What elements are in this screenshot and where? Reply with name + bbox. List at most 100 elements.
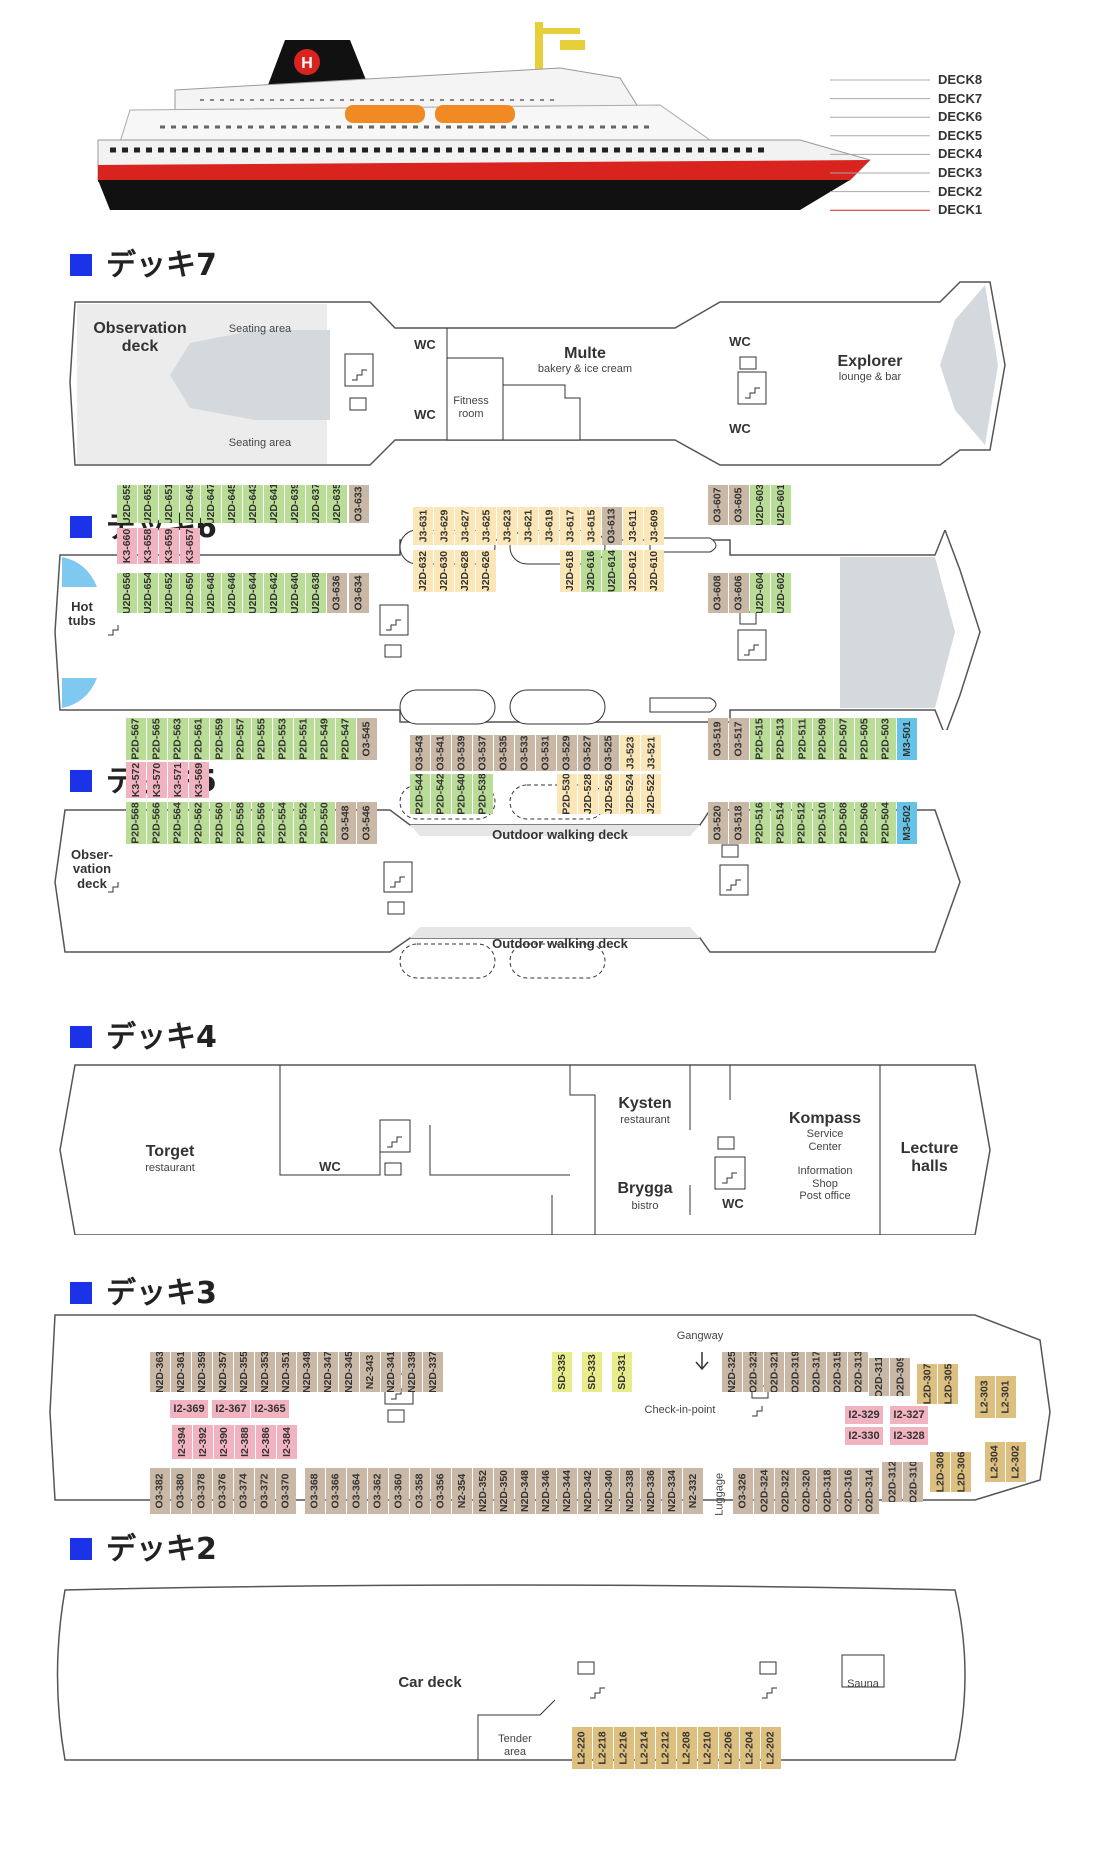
- cabin-p2d-550[interactable]: P2D-550: [315, 802, 335, 844]
- cabin-o2d-324[interactable]: O2D-324: [754, 1468, 774, 1514]
- cabin-o3-356[interactable]: O3-356: [431, 1468, 451, 1514]
- cabin-sd-331[interactable]: SD-331: [612, 1352, 632, 1392]
- cabin-o3-360[interactable]: O3-360: [389, 1468, 409, 1514]
- cabin-n2-343[interactable]: N2-343: [360, 1352, 380, 1392]
- cabin-l2-214[interactable]: L2-214: [635, 1727, 655, 1769]
- cabin-k3-660[interactable]: K3-660: [117, 528, 137, 564]
- cabin-u2d-640[interactable]: U2D-640: [285, 573, 305, 613]
- cabin-l2-208[interactable]: L2-208: [677, 1727, 697, 1769]
- cabin-o3-520[interactable]: O3-520: [708, 802, 728, 844]
- cabin-p2d-506[interactable]: P2D-506: [855, 802, 875, 844]
- cabin-u2d-635[interactable]: U2D-635: [327, 485, 347, 523]
- cabin-o3-372[interactable]: O3-372: [255, 1468, 275, 1514]
- cabin-u2d-604[interactable]: U2D-604: [750, 573, 770, 613]
- cabin-n2d-340[interactable]: N2D-340: [599, 1468, 619, 1514]
- cabin-u2d-645[interactable]: U2D-645: [222, 485, 242, 523]
- cabin-o3-525[interactable]: O3-525: [599, 735, 619, 771]
- cabin-n2d-341[interactable]: N2D-341: [381, 1352, 401, 1392]
- cabin-u2d-641[interactable]: U2D-641: [264, 485, 284, 523]
- cabin-j3-609[interactable]: J3-609: [644, 507, 664, 545]
- cabin-n2d-357[interactable]: N2D-357: [213, 1352, 233, 1392]
- cabin-o3-634[interactable]: O3-634: [349, 573, 369, 613]
- cabin-p2d-538[interactable]: P2D-538: [473, 774, 493, 814]
- cabin-i2-392[interactable]: I2-392: [193, 1425, 213, 1459]
- cabin-o3-519[interactable]: O3-519: [708, 718, 728, 760]
- cabin-n2-354[interactable]: N2-354: [452, 1468, 472, 1514]
- cabin-u2d-653[interactable]: U2D-653: [138, 485, 158, 523]
- cabin-n2d-363[interactable]: N2D-363: [150, 1352, 170, 1392]
- cabin-p2d-511[interactable]: P2D-511: [792, 718, 812, 760]
- cabin-o3-533[interactable]: O3-533: [515, 735, 535, 771]
- cabin-j3-615[interactable]: J3-615: [581, 507, 601, 545]
- cabin-u2d-649[interactable]: U2D-649: [180, 485, 200, 523]
- cabin-j3-631[interactable]: J3-631: [413, 507, 433, 545]
- cabin-o2d-316[interactable]: O2D-316: [838, 1468, 858, 1514]
- cabin-k3-659[interactable]: K3-659: [159, 528, 179, 564]
- cabin-o2d-314[interactable]: O2D-314: [859, 1468, 879, 1514]
- cabin-n2d-349[interactable]: N2D-349: [297, 1352, 317, 1392]
- cabin-u2d-639[interactable]: U2D-639: [285, 485, 305, 523]
- cabin-o3-376[interactable]: O3-376: [213, 1468, 233, 1514]
- cabin-p2d-565[interactable]: P2D-565: [147, 718, 167, 760]
- cabin-i2-329[interactable]: I2-329: [845, 1406, 883, 1424]
- cabin-l2-204[interactable]: L2-204: [740, 1727, 760, 1769]
- cabin-u2d-643[interactable]: U2D-643: [243, 485, 263, 523]
- cabin-o3-380[interactable]: O3-380: [171, 1468, 191, 1514]
- cabin-o3-362[interactable]: O3-362: [368, 1468, 388, 1514]
- cabin-k3-571[interactable]: K3-571: [168, 762, 188, 798]
- cabin-j2d-612[interactable]: J2D-612: [623, 550, 643, 592]
- cabin-l2d-308[interactable]: L2D-308: [930, 1452, 950, 1492]
- cabin-l2-206[interactable]: L2-206: [719, 1727, 739, 1769]
- cabin-u2d-651[interactable]: U2D-651: [159, 485, 179, 523]
- cabin-i2-367[interactable]: I2-367: [212, 1400, 250, 1418]
- cabin-p2d-510[interactable]: P2D-510: [813, 802, 833, 844]
- cabin-o3-537[interactable]: O3-537: [473, 735, 493, 771]
- cabin-p2d-530[interactable]: P2D-530: [557, 774, 577, 814]
- cabin-j2d-630[interactable]: J2D-630: [434, 550, 454, 592]
- cabin-sd-333[interactable]: SD-333: [582, 1352, 602, 1392]
- cabin-n2d-336[interactable]: N2D-336: [641, 1468, 661, 1514]
- cabin-o3-607[interactable]: O3-607: [708, 485, 728, 525]
- cabin-n2d-342[interactable]: N2D-342: [578, 1468, 598, 1514]
- cabin-o2d-310[interactable]: O2D-310: [903, 1462, 923, 1502]
- cabin-j3-625[interactable]: J3-625: [476, 507, 496, 545]
- cabin-j3-619[interactable]: J3-619: [539, 507, 559, 545]
- cabin-u2d-637[interactable]: U2D-637: [306, 485, 326, 523]
- cabin-p2d-567[interactable]: P2D-567: [126, 718, 146, 760]
- cabin-o2d-317[interactable]: O2D-317: [806, 1352, 826, 1392]
- cabin-l2-220[interactable]: L2-220: [572, 1727, 592, 1769]
- cabin-o2d-322[interactable]: O2D-322: [775, 1468, 795, 1514]
- cabin-p2d-551[interactable]: P2D-551: [294, 718, 314, 760]
- cabin-u2d-614[interactable]: U2D-614: [602, 550, 622, 592]
- cabin-u2d-648[interactable]: U2D-648: [201, 573, 221, 613]
- cabin-p2d-542[interactable]: P2D-542: [431, 774, 451, 814]
- cabin-p2d-512[interactable]: P2D-512: [792, 802, 812, 844]
- cabin-l2-301[interactable]: L2-301: [996, 1376, 1016, 1418]
- cabin-o3-358[interactable]: O3-358: [410, 1468, 430, 1514]
- cabin-p2d-563[interactable]: P2D-563: [168, 718, 188, 760]
- cabin-n2d-355[interactable]: N2D-355: [234, 1352, 254, 1392]
- cabin-p2d-556[interactable]: P2D-556: [252, 802, 272, 844]
- cabin-p2d-509[interactable]: P2D-509: [813, 718, 833, 760]
- cabin-p2d-514[interactable]: P2D-514: [771, 802, 791, 844]
- cabin-n2d-351[interactable]: N2D-351: [276, 1352, 296, 1392]
- cabin-u2d-601[interactable]: U2D-601: [771, 485, 791, 525]
- cabin-n2d-345[interactable]: N2D-345: [339, 1352, 359, 1392]
- cabin-n2d-348[interactable]: N2D-348: [515, 1468, 535, 1514]
- cabin-p2d-544[interactable]: P2D-544: [410, 774, 430, 814]
- cabin-j3-617[interactable]: J3-617: [560, 507, 580, 545]
- cabin-o3-608[interactable]: O3-608: [708, 573, 728, 613]
- cabin-p2d-513[interactable]: P2D-513: [771, 718, 791, 760]
- cabin-o3-613[interactable]: O3-613: [602, 507, 622, 545]
- cabin-j2d-528[interactable]: J2D-528: [578, 774, 598, 814]
- cabin-o3-366[interactable]: O3-366: [326, 1468, 346, 1514]
- cabin-i2-327[interactable]: I2-327: [890, 1406, 928, 1424]
- cabin-l2-302[interactable]: L2-302: [1006, 1442, 1026, 1482]
- cabin-o3-364[interactable]: O3-364: [347, 1468, 367, 1514]
- cabin-n2d-361[interactable]: N2D-361: [171, 1352, 191, 1392]
- cabin-o3-326[interactable]: O3-326: [733, 1468, 753, 1514]
- cabin-u2d-644[interactable]: U2D-644: [243, 573, 263, 613]
- cabin-j2d-626[interactable]: J2D-626: [476, 550, 496, 592]
- cabin-p2d-560[interactable]: P2D-560: [210, 802, 230, 844]
- cabin-n2d-344[interactable]: N2D-344: [557, 1468, 577, 1514]
